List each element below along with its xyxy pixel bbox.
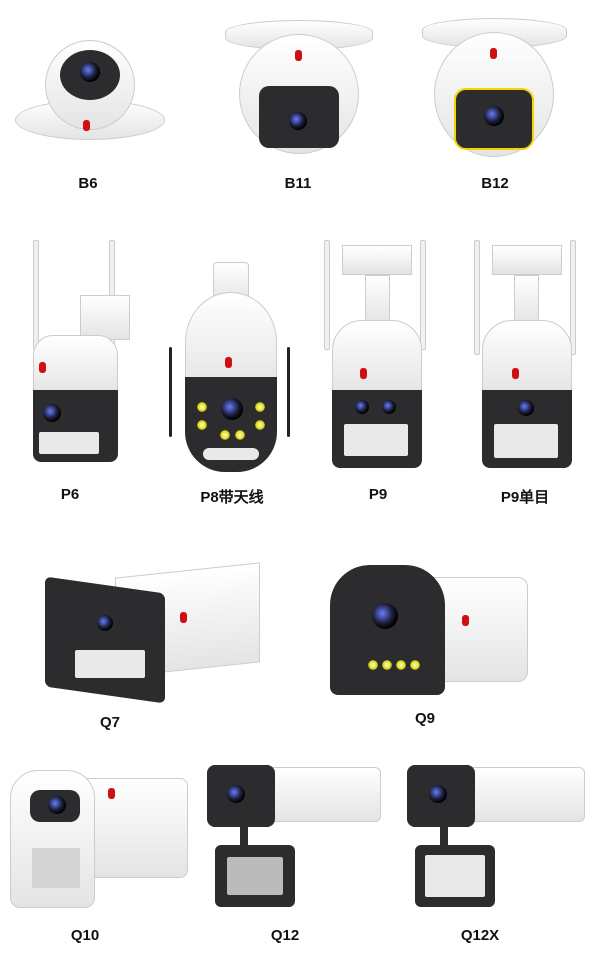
product-label: P9 xyxy=(368,486,388,503)
product-label: B11 xyxy=(284,175,312,192)
camera-image xyxy=(165,262,295,472)
product-label: Q9 xyxy=(414,710,436,727)
product-label: P8带天线 xyxy=(200,489,264,506)
camera-image xyxy=(225,20,373,160)
camera-image xyxy=(45,562,260,704)
camera-image xyxy=(405,765,587,910)
product-label: Q10 xyxy=(70,927,100,944)
product-label: B12 xyxy=(481,175,509,192)
product-label: P6 xyxy=(60,486,80,503)
camera-image xyxy=(472,240,582,470)
product-label: B6 xyxy=(78,175,98,192)
product-label: Q12X xyxy=(460,927,500,944)
product-label: Q12 xyxy=(270,927,300,944)
camera-image xyxy=(320,240,435,470)
camera-image xyxy=(10,770,190,910)
camera-image xyxy=(25,240,145,465)
product-label: Q7 xyxy=(99,714,121,731)
camera-image xyxy=(15,40,165,150)
product-label: P9单目 xyxy=(500,489,550,506)
camera-image xyxy=(330,565,530,700)
camera-image xyxy=(205,765,502,910)
camera-image xyxy=(422,18,567,163)
